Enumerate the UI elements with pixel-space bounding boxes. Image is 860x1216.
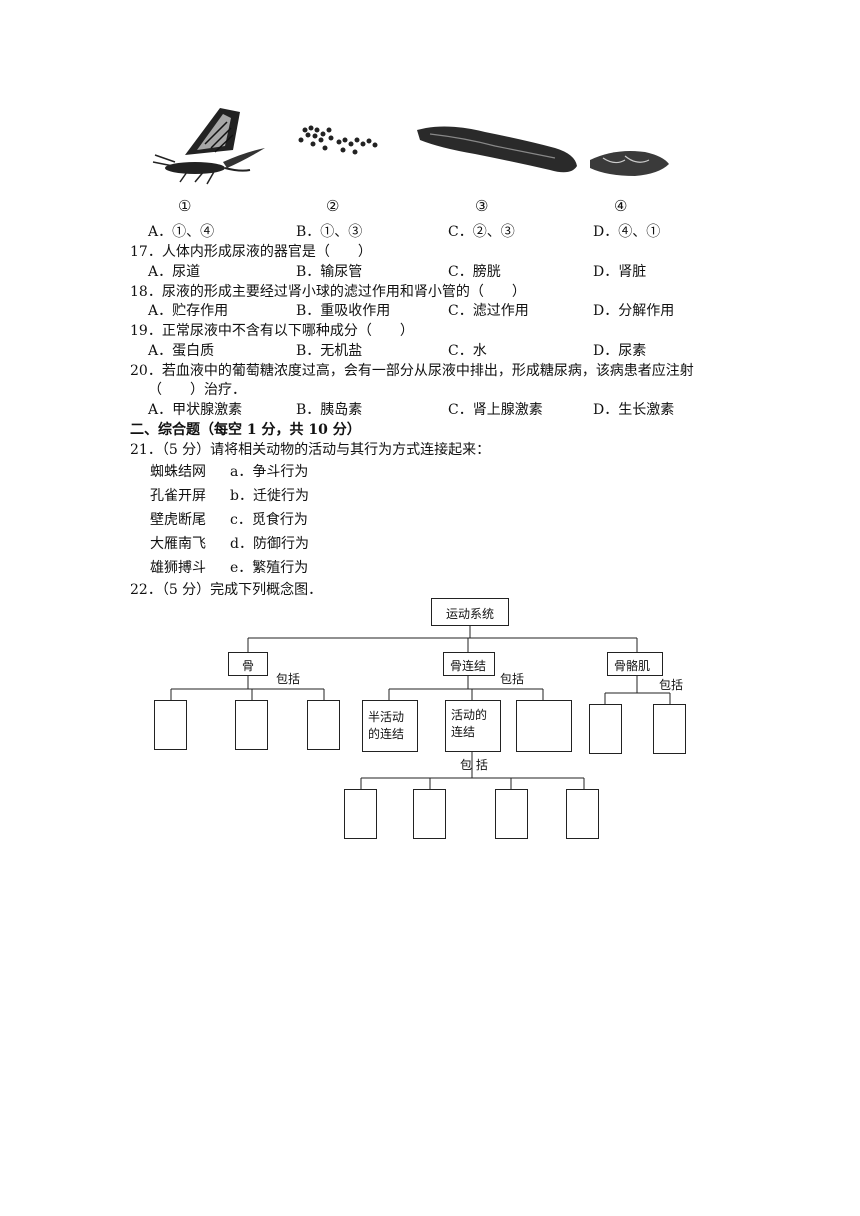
image-label-1: ① <box>178 197 192 215</box>
q21-animal-1: 蜘蛛结网 <box>150 464 206 480</box>
q21-animal-2: 孔雀开屏 <box>150 488 206 504</box>
life-cycle-illustration <box>152 108 669 185</box>
q19-option-a: A．蛋白质 <box>148 343 215 359</box>
q21-animal-4: 大雁南飞 <box>150 536 206 552</box>
q16-option-c: C．②、③ <box>448 224 515 240</box>
movable-blank-3[interactable] <box>495 789 528 839</box>
q16-option-b: B．①、③ <box>296 224 363 240</box>
q22-stem: 22．（5 分）完成下列概念图． <box>130 582 323 598</box>
joint-blank[interactable] <box>516 700 572 752</box>
q21-behavior-c: c．觅食行为 <box>230 512 308 528</box>
image-label-3: ③ <box>475 197 489 215</box>
muscle-blank-1[interactable] <box>589 704 622 754</box>
movable-joint-box: 活动的连结 <box>445 700 501 752</box>
q21-stem: 21．（5 分）请将相关动物的活动与其行为方式连接起来： <box>130 442 491 458</box>
q20-option-d: D．生长激素 <box>593 402 675 418</box>
root-box: 运动系统 <box>431 598 509 626</box>
movable-blank-2[interactable] <box>413 789 446 839</box>
q18-stem: 18．尿液的形成主要经过肾小球的滤过作用和肾小管的（ ） <box>130 284 526 300</box>
q20-option-a: A．甲状腺激素 <box>148 402 243 418</box>
q21-behavior-e: e．繁殖行为 <box>230 560 309 576</box>
muscle-label: 骨骼肌 <box>614 659 651 673</box>
q18-option-a: A．贮存作用 <box>148 303 229 319</box>
q16-option-d: D．④、① <box>593 224 661 240</box>
larva-image <box>417 126 577 173</box>
q19-option-c: C．水 <box>448 343 487 359</box>
q18-option-b: B．重吸收作用 <box>296 303 391 319</box>
q18-option-c: C．滤过作用 <box>448 303 529 319</box>
eggs-image <box>298 125 378 155</box>
joint-box: 骨连结 <box>443 652 495 676</box>
muscle-blank-2[interactable] <box>653 704 686 754</box>
q17-option-a: A．尿道 <box>148 264 201 280</box>
movable-include-label: 包 括 <box>460 758 488 772</box>
concept-map: 运动系统 骨 包括 骨连结 包括 骨骼肌 包括 半活动的连结 活动的连结 包 括 <box>140 596 700 846</box>
bone-blank-3[interactable] <box>307 700 340 750</box>
pupa-image <box>590 151 669 176</box>
semi-movable-joint-label: 半活动的连结 <box>368 710 405 741</box>
q20-option-c: C．肾上腺激素 <box>448 402 543 418</box>
joint-label: 骨连结 <box>450 659 487 673</box>
image-label-2: ② <box>326 197 340 215</box>
bone-include-label: 包括 <box>276 672 301 686</box>
bone-blank-1[interactable] <box>154 700 187 750</box>
adult-butterfly-image <box>152 108 265 185</box>
image-label-4: ④ <box>614 197 628 215</box>
q21-behavior-d: d．防御行为 <box>230 536 309 552</box>
q20-stem-line1: 20．若血液中的葡萄糖浓度过高，会有一部分从尿液中排出，形成糖尿病，该病患者应注… <box>130 363 694 379</box>
q19-stem: 19．正常尿液中不含有以下哪种成分（ ） <box>130 323 414 339</box>
q18-option-d: D．分解作用 <box>593 303 675 319</box>
bone-label: 骨 <box>242 659 255 673</box>
root-label: 运动系统 <box>446 607 495 621</box>
movable-blank-4[interactable] <box>566 789 599 839</box>
semi-movable-joint-box: 半活动的连结 <box>362 700 418 752</box>
q20-stem-line2: （ ）治疗． <box>148 382 246 398</box>
q21-animal-5: 雄狮搏斗 <box>150 560 206 576</box>
movable-blank-1[interactable] <box>344 789 377 839</box>
q20-option-b: B．胰岛素 <box>296 402 363 418</box>
q17-option-c: C．膀胱 <box>448 264 501 280</box>
q17-option-b: B．输尿管 <box>296 264 363 280</box>
q19-option-d: D．尿素 <box>593 343 647 359</box>
bone-blank-2[interactable] <box>235 700 268 750</box>
q17-stem: 17．人体内形成尿液的器官是（ ） <box>130 244 372 260</box>
muscle-include-label: 包括 <box>659 678 684 692</box>
q19-option-b: B．无机盐 <box>296 343 363 359</box>
joint-include-label: 包括 <box>500 672 525 686</box>
q16-option-a: A．①、④ <box>148 224 215 240</box>
q21-behavior-a: a．争斗行为 <box>230 464 309 480</box>
movable-joint-label: 活动的连结 <box>451 708 488 739</box>
bone-box: 骨 <box>228 652 268 676</box>
section-2-title: 二、综合题（每空 1 分，共 10 分） <box>130 422 361 438</box>
life-cycle-images <box>145 100 685 195</box>
q21-animal-3: 壁虎断尾 <box>150 512 206 528</box>
concept-map-lines <box>170 626 671 789</box>
muscle-box: 骨骼肌 <box>607 652 663 676</box>
q21-behavior-b: b．迁徙行为 <box>230 488 309 504</box>
q17-option-d: D．肾脏 <box>593 264 647 280</box>
